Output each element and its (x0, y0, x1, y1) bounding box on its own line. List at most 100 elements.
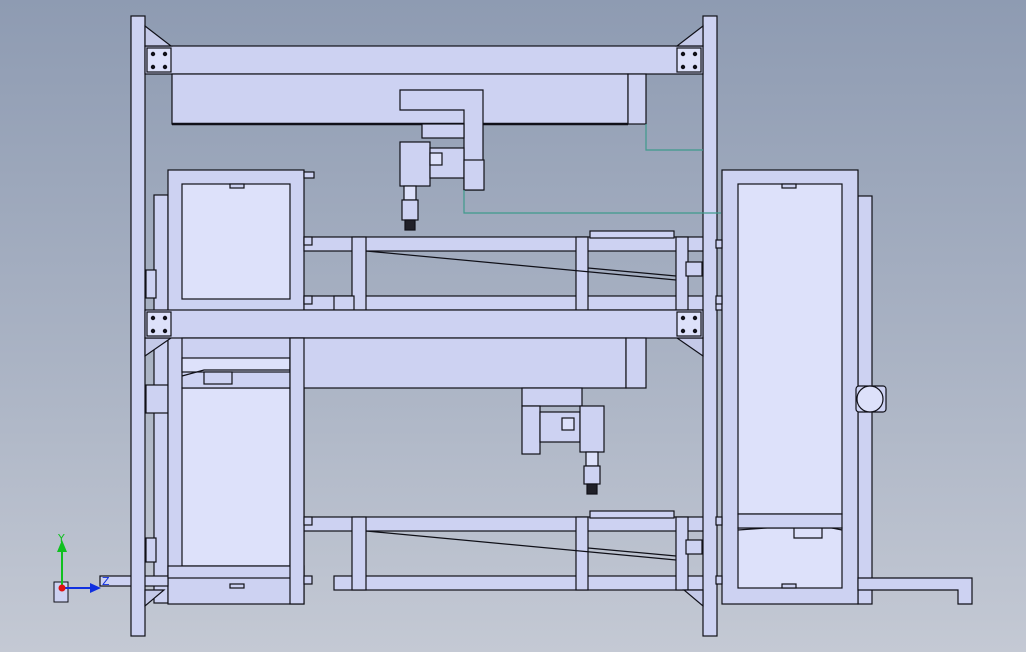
triad-x-origin-dot (58, 584, 66, 592)
right-frame-crossbar (737, 513, 843, 529)
upper-conveyor-foot (333, 295, 355, 311)
bolt (150, 328, 156, 334)
bolt (692, 328, 698, 334)
triad-y-arrow (57, 540, 67, 552)
bolt (162, 315, 168, 321)
bolt (162, 328, 168, 334)
left-gantry-post (130, 15, 146, 637)
left-frame-bottom-crossbar (167, 565, 305, 579)
upper-camera-body (399, 141, 431, 187)
right-frame-window-bottom (737, 527, 843, 589)
top-left-bracket-plate (146, 47, 172, 73)
lower-camera-body (579, 405, 605, 453)
bolt (150, 64, 156, 70)
upper-camera-side (463, 159, 485, 191)
lower-actuator-hopper (181, 369, 290, 377)
middle-beam-assembly (144, 309, 704, 605)
right-frame-window-top (737, 183, 843, 515)
cable-route-lower (463, 190, 721, 214)
bolt (150, 51, 156, 57)
pin (303, 575, 313, 585)
right-gantry-post (702, 15, 718, 637)
pin (303, 236, 313, 246)
left-bracket-lower (145, 537, 157, 563)
bolt (692, 315, 698, 321)
upper-conveyor-belt-diagonal (365, 250, 677, 281)
bolt (680, 315, 686, 321)
bolt (162, 64, 168, 70)
bolt (692, 64, 698, 70)
upper-lens (401, 199, 419, 221)
left-side-block (145, 384, 169, 414)
triad-y-label: Y (58, 532, 65, 545)
right-frame-tab-bottom (781, 583, 797, 589)
lower-conveyor-belt-diagonal (365, 530, 677, 561)
lower-lens-tip (586, 483, 598, 495)
right-conveyor-frame (715, 169, 973, 605)
lower-conveyor-end-block (685, 539, 703, 555)
upper-conveyor-cover (589, 230, 675, 239)
upper-conveyor (303, 230, 717, 311)
left-frame-right-post (289, 337, 305, 605)
pin (715, 516, 723, 526)
left-frame-pin (303, 171, 315, 179)
right-frame-tab-top (781, 183, 797, 189)
upper-lens-barrel (403, 185, 417, 201)
bolt (692, 51, 698, 57)
bolt (680, 51, 686, 57)
lower-actuator-tab (203, 371, 233, 385)
pin (303, 295, 313, 305)
lower-camera-carriage (521, 387, 605, 495)
lower-conveyor-bottom-rail (333, 575, 717, 591)
lower-conveyor-belt-line (587, 547, 677, 557)
right-base-foot (857, 577, 973, 605)
lower-conveyor-cover (589, 510, 675, 519)
upper-conveyor-belt-line (587, 267, 677, 277)
floor-brace-left (144, 589, 166, 608)
mid-right-gusset (675, 337, 704, 358)
pin (715, 295, 723, 305)
top-right-gusset (675, 24, 704, 47)
left-frame-tab-top (229, 183, 245, 189)
left-frame-window-bottom (181, 387, 291, 567)
left-frame-tab-bottom (229, 583, 245, 589)
top-beam (144, 45, 704, 75)
triad-z-arrow (90, 583, 101, 593)
bolt (150, 315, 156, 321)
middle-beam (144, 309, 704, 339)
lower-camera-port (561, 417, 575, 431)
upper-camera-port (429, 152, 443, 166)
top-right-bracket-plate (676, 47, 702, 73)
upper-conveyor-end-block (685, 261, 703, 277)
lower-conveyor-leg-b (575, 516, 589, 591)
floor-brace-right (682, 589, 704, 608)
left-frame-window-top (181, 183, 291, 300)
lower-lens (583, 465, 601, 485)
lower-carriage-arm (521, 405, 541, 455)
left-bracket-upper (145, 269, 157, 299)
upper-camera-carriage (399, 89, 485, 231)
pin (715, 575, 723, 585)
right-frame-adjust-knob (856, 385, 884, 413)
upper-actuator-endcap (627, 73, 647, 125)
upper-carriage-plate (421, 123, 465, 139)
mid-left-bracket-plate (146, 311, 172, 337)
coordinate-triad (53, 540, 101, 603)
upper-lens-tip (404, 219, 416, 231)
lower-lens-barrel (585, 451, 599, 467)
bolt (162, 51, 168, 57)
triad-z-label: Z (102, 575, 110, 588)
lower-actuator-endcap (625, 337, 647, 389)
lower-conveyor-leg-a (351, 516, 367, 591)
lower-carriage-plate (521, 387, 583, 407)
mid-right-bracket-plate (676, 311, 702, 337)
bolt (680, 328, 686, 334)
pin (715, 239, 723, 249)
pin (303, 516, 313, 526)
upper-conveyor-leg-b (575, 236, 589, 311)
cable-route-upper (645, 124, 703, 151)
top-left-gusset (144, 24, 173, 47)
bolt (680, 64, 686, 70)
